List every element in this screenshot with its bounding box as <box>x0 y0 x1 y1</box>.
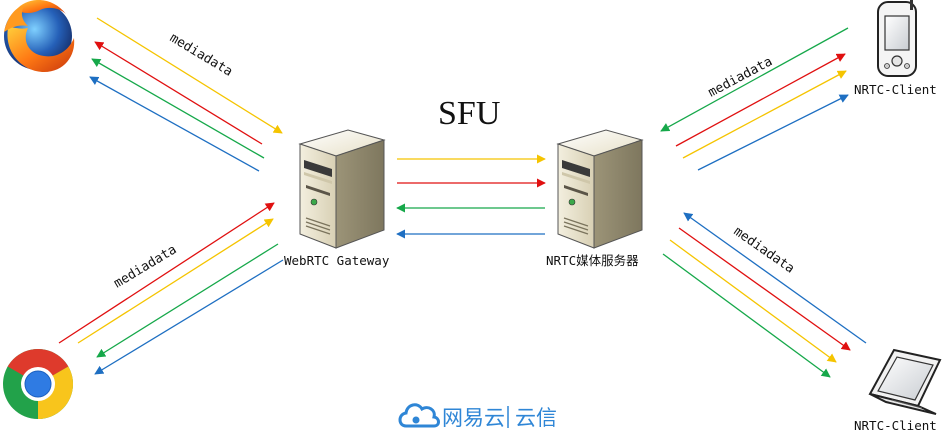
gateway-label: WebRTC Gateway <box>284 253 390 268</box>
gateway-server-icon <box>298 129 386 249</box>
bottom-left-stream-arrows <box>58 202 284 375</box>
brand-name: 网易云 <box>442 406 505 430</box>
edge-label-top-left: mediadata <box>167 31 235 80</box>
brand-product: 云信 <box>515 406 557 430</box>
green-arrow <box>96 243 279 358</box>
brand-logo: 网易云 云信 <box>398 403 557 430</box>
green-arrow <box>662 253 831 378</box>
edge-label-bottom-left: mediadata <box>111 242 179 291</box>
gateway-server-arrows <box>396 154 546 239</box>
diagram-title: SFU <box>438 95 500 132</box>
laptop-icon <box>868 348 942 415</box>
bottom-right-stream-arrows <box>662 212 867 378</box>
media-server-icon <box>556 129 644 249</box>
top-right-stream-arrows <box>660 27 849 171</box>
red-arrow <box>94 41 263 145</box>
green-arrow <box>91 58 265 159</box>
red-arrow <box>675 53 846 147</box>
green-arrow <box>660 27 849 132</box>
blue-arrow <box>94 259 284 375</box>
top-left-stream-arrows <box>89 17 283 172</box>
blue-arrow <box>683 212 867 344</box>
edge-label-top-right: mediadata <box>706 54 775 100</box>
pda-device-icon <box>877 0 917 77</box>
blue-arrow <box>89 76 260 172</box>
media-server-label: NRTC媒体服务器 <box>546 253 639 268</box>
red-arrow <box>58 202 275 344</box>
edge-label-bottom-right: mediadata <box>731 224 797 277</box>
yellow-arrow <box>669 239 837 363</box>
client-label-bottom-right: NRTC-Client <box>854 418 937 433</box>
yellow-arrow <box>682 70 847 159</box>
chrome-browser-icon <box>3 349 73 419</box>
blue-arrow <box>697 94 849 171</box>
cloud-logo-icon <box>398 403 440 428</box>
yellow-arrow <box>96 17 283 134</box>
yellow-arrow <box>77 218 274 344</box>
client-label-top-right: NRTC-Client <box>854 82 937 97</box>
firefox-browser-icon <box>4 0 75 72</box>
red-arrow <box>678 227 851 351</box>
